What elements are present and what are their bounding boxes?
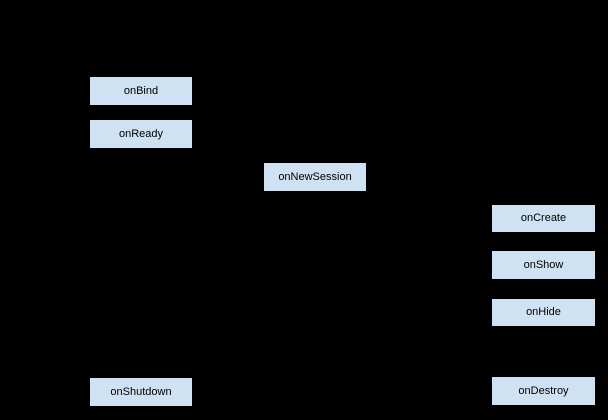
node-onshutdown-label: onShutdown xyxy=(110,385,172,398)
node-onnewsession: onNewSession xyxy=(263,162,367,192)
node-oncreate: onCreate xyxy=(491,204,596,233)
node-onbind-label: onBind xyxy=(123,84,159,97)
node-onhide-label: onHide xyxy=(526,306,561,318)
node-onhide: onHide xyxy=(491,298,596,327)
node-onbind: onBind xyxy=(89,76,193,106)
node-onnewsession-label: onNewSession xyxy=(278,170,352,183)
node-onready: onReady xyxy=(89,119,193,149)
node-onready-label: onReady xyxy=(118,127,164,140)
node-onshow-label: onShow xyxy=(523,258,564,271)
node-oncreate-label: onCreate xyxy=(520,212,567,224)
node-ondestroy-label: onDestroy xyxy=(518,384,569,397)
node-ondestroy: onDestroy xyxy=(491,376,596,406)
node-onshutdown: onShutdown xyxy=(89,377,193,407)
node-onshow: onShow xyxy=(491,250,596,280)
